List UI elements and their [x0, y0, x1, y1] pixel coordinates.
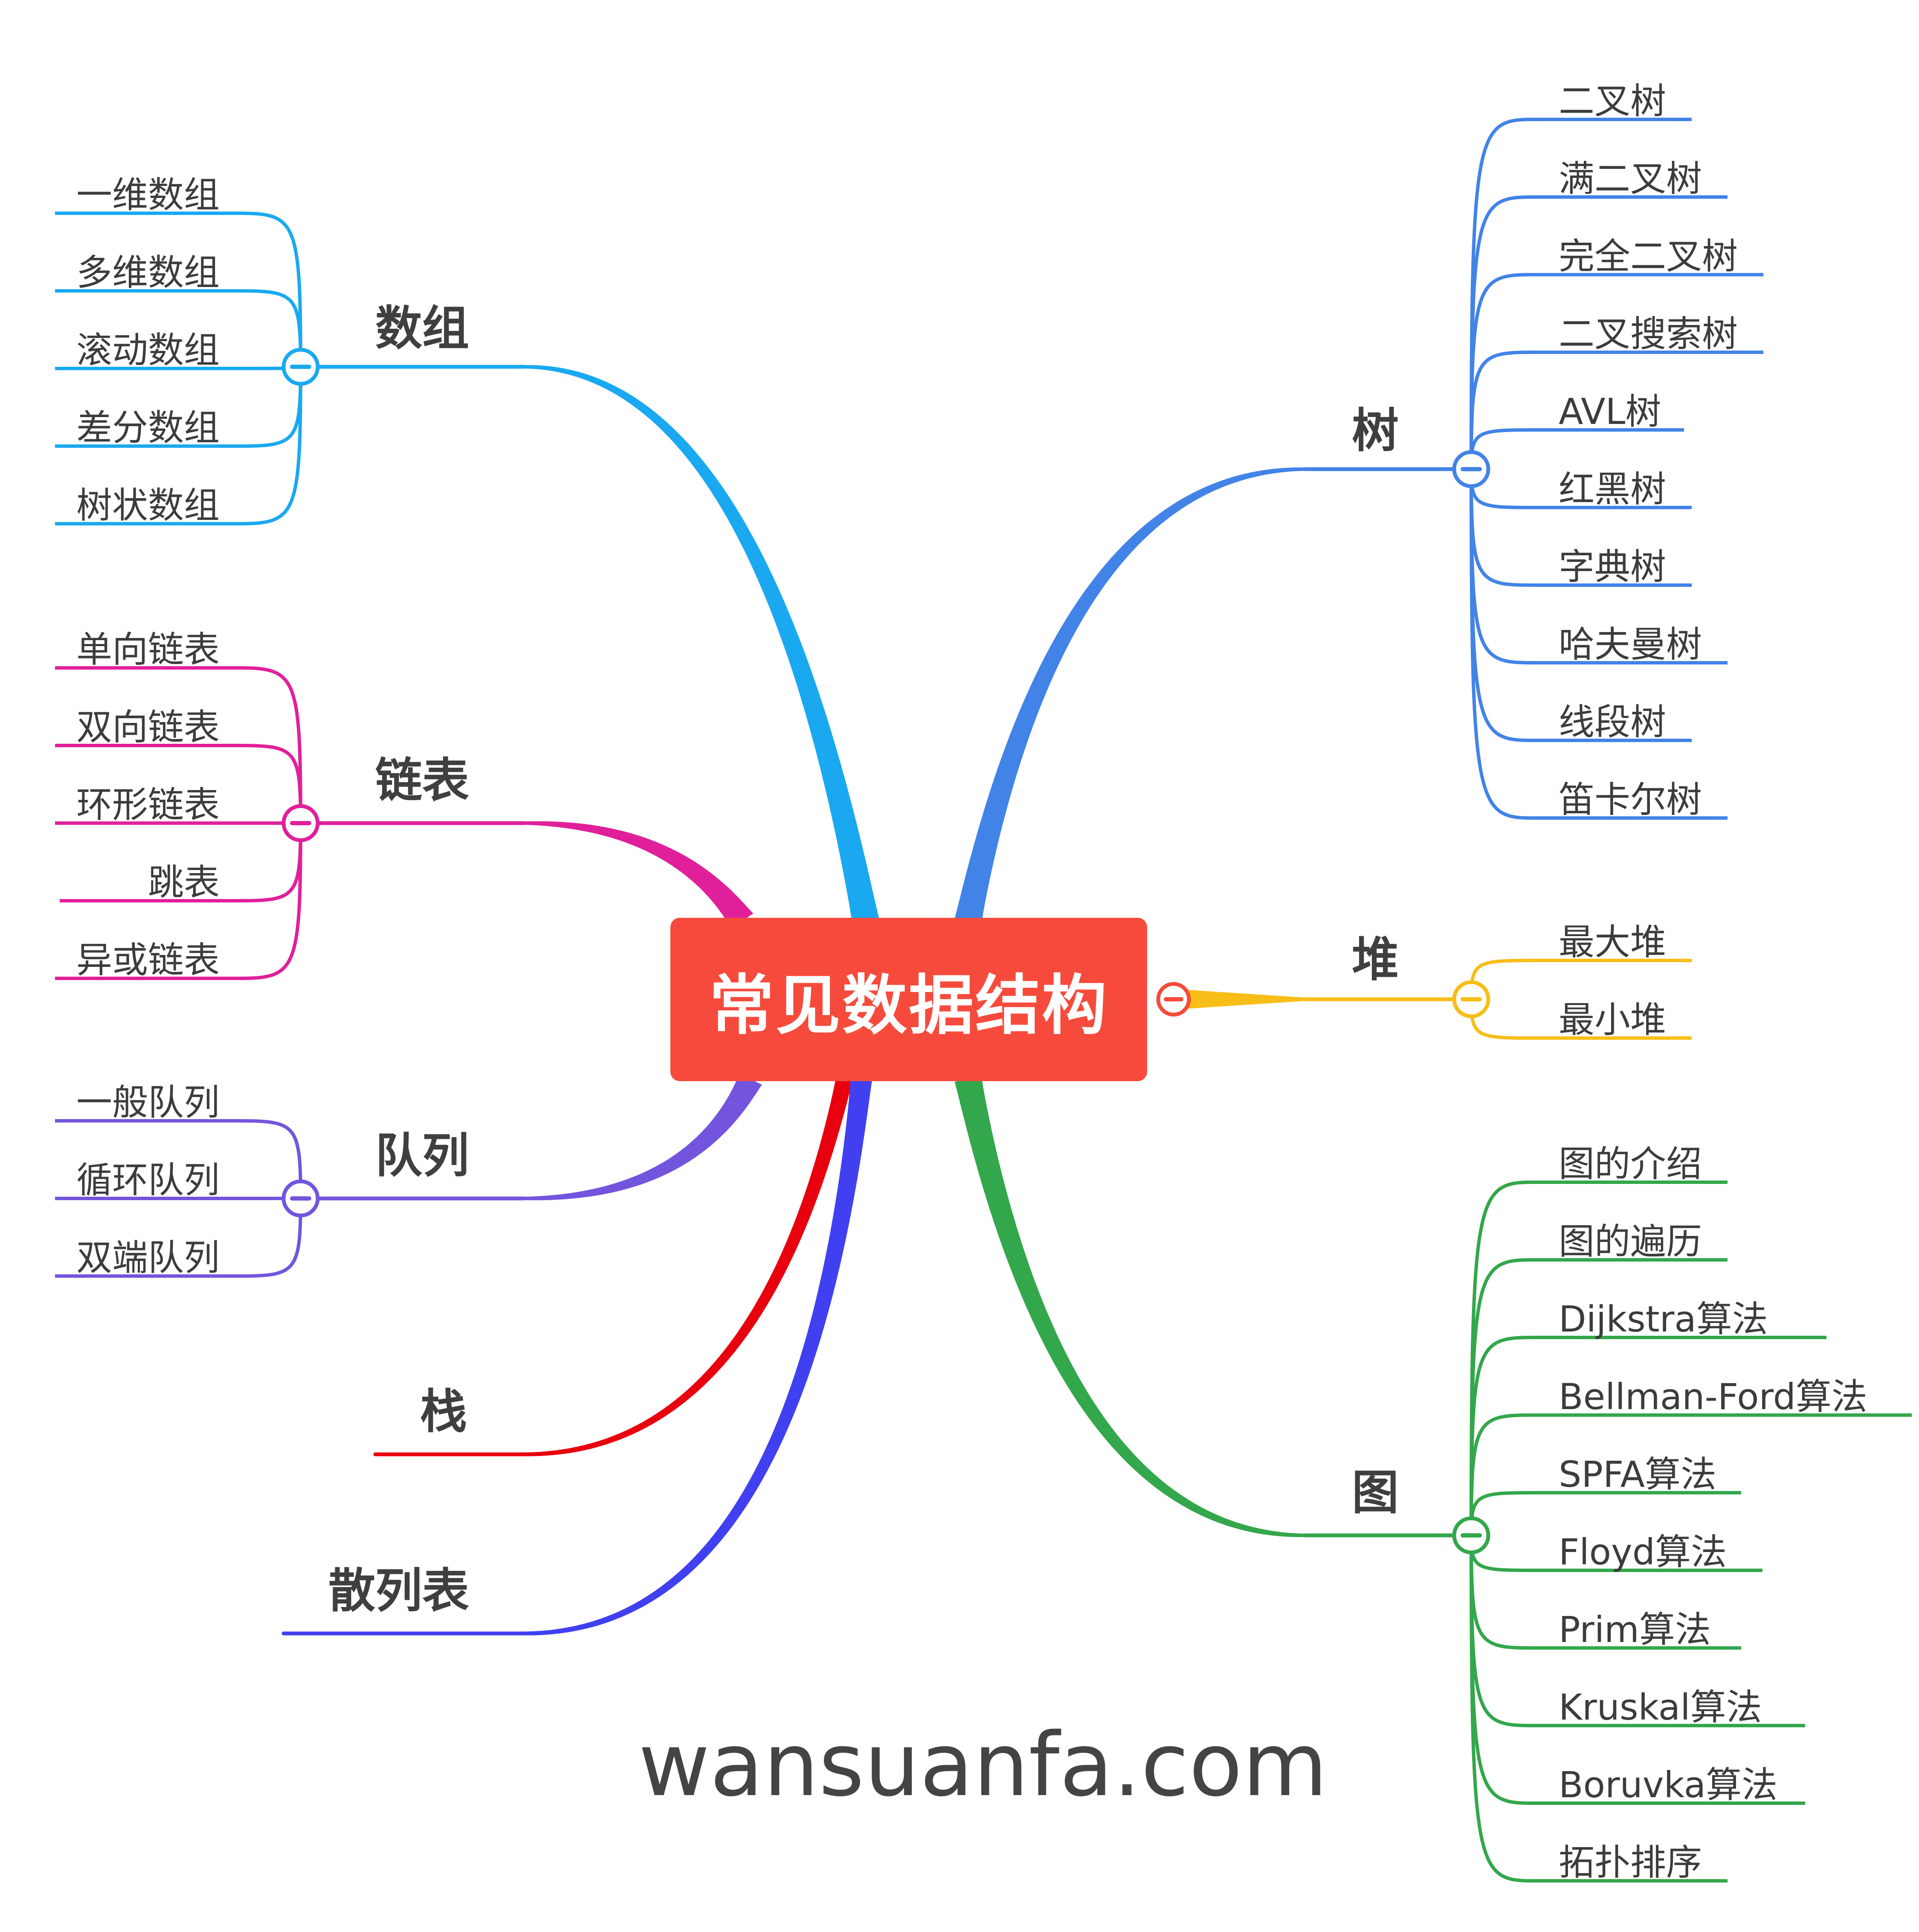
- leaf-label[interactable]: 树状数组: [76, 484, 220, 526]
- leaf-label[interactable]: 字典树: [1559, 546, 1667, 588]
- leaf-connector: [1470, 1535, 1531, 1650]
- branch-label-linked-list[interactable]: 链表: [375, 753, 469, 808]
- leaf-label[interactable]: Floyd算法: [1559, 1531, 1727, 1573]
- leaf-connector: [1470, 1413, 1531, 1536]
- collapse-icon-queue[interactable]: [281, 1179, 320, 1218]
- leaf-label[interactable]: Bellman-Ford算法: [1559, 1376, 1867, 1418]
- leaf-label[interactable]: 笛卡尔树: [1559, 779, 1702, 821]
- leaf-label[interactable]: 最小堆: [1559, 999, 1667, 1041]
- leaf-connector: [1470, 1181, 1531, 1536]
- branch-label-tree[interactable]: 树: [1352, 403, 1399, 458]
- leaf-label[interactable]: Boruvka算法: [1559, 1764, 1778, 1806]
- branch-label-graph[interactable]: 图: [1352, 1465, 1399, 1520]
- leaf-label[interactable]: Dijkstra算法: [1559, 1298, 1768, 1340]
- leaf-connector: [238, 744, 302, 824]
- leaf-label[interactable]: 滚动数组: [76, 329, 220, 371]
- leaf-connector: [1470, 351, 1531, 470]
- leaf-label[interactable]: 图的遍历: [1559, 1221, 1702, 1262]
- leaf-label[interactable]: 循环队列: [76, 1159, 220, 1201]
- branch-label-queue[interactable]: 队列: [375, 1128, 469, 1183]
- collapse-icon-linked-list[interactable]: [281, 804, 320, 842]
- leaf-label[interactable]: 二叉树: [1559, 80, 1667, 122]
- leaf-connector: [238, 366, 302, 525]
- leaf-label[interactable]: Prim算法: [1559, 1609, 1711, 1651]
- root-topic-label: 常见数据结构: [709, 967, 1108, 1043]
- leaf-label[interactable]: 二叉搜索树: [1559, 313, 1738, 355]
- branch-connector-heap: [1168, 989, 1305, 1010]
- root-topic[interactable]: 常见数据结构: [670, 918, 1147, 1081]
- leaf-connector: [1470, 469, 1531, 587]
- leaf-label[interactable]: Kruskal算法: [1559, 1686, 1762, 1728]
- branch-label-hash-table[interactable]: 散列表: [328, 1564, 469, 1618]
- leaf-label[interactable]: 双端队列: [76, 1237, 220, 1279]
- branch-connector-hash-table: [525, 1078, 872, 1636]
- leaf-label[interactable]: 跳表: [148, 862, 220, 903]
- leaf-label[interactable]: 多维数组: [76, 252, 220, 293]
- branch-label-stack[interactable]: 栈: [420, 1384, 467, 1439]
- leaf-connector: [1470, 469, 1531, 742]
- watermark: wansuanfa.com: [638, 1714, 1328, 1816]
- leaf-connector: [238, 666, 302, 824]
- leaf-label[interactable]: 单向链表: [76, 629, 220, 670]
- collapse-icon-array[interactable]: [281, 348, 320, 386]
- collapse-icon-heap[interactable]: [1452, 980, 1490, 1018]
- leaf-label[interactable]: AVL树: [1559, 391, 1661, 432]
- leaf-label[interactable]: 哈夫曼树: [1559, 624, 1702, 665]
- leaf-label[interactable]: 线段树: [1559, 701, 1667, 743]
- leaf-label[interactable]: 图的介绍: [1559, 1143, 1702, 1185]
- leaf-label[interactable]: 异或链表: [76, 939, 220, 981]
- leaf-label[interactable]: 差分数组: [76, 407, 220, 449]
- branch-label-heap[interactable]: 堆: [1352, 932, 1399, 987]
- leaf-connector: [238, 823, 302, 980]
- leaf-connector: [238, 212, 302, 367]
- branch-connector-linked-list: [525, 821, 754, 929]
- branch-connector-graph: [954, 1076, 1305, 1537]
- leaf-label[interactable]: 拓扑排序: [1559, 1842, 1702, 1883]
- leaf-connector: [1470, 1535, 1531, 1883]
- leaf-label[interactable]: 红黑树: [1559, 468, 1667, 510]
- branch-connector-array: [525, 365, 879, 924]
- leaf-label[interactable]: 完全二叉树: [1559, 235, 1738, 277]
- branch-label-array[interactable]: 数组: [375, 301, 469, 356]
- leaf-label[interactable]: 满二叉树: [1559, 158, 1702, 200]
- leaf-label[interactable]: 环形链表: [76, 784, 220, 826]
- leaf-label[interactable]: 双向链表: [76, 706, 220, 748]
- leaf-label[interactable]: 一般队列: [76, 1082, 220, 1123]
- collapse-icon-root[interactable]: [1156, 982, 1191, 1017]
- collapse-icon-graph[interactable]: [1452, 1516, 1490, 1555]
- leaf-connector: [1470, 118, 1531, 470]
- leaf-connector: [1470, 469, 1531, 820]
- leaf-label[interactable]: 一维数组: [76, 174, 220, 216]
- leaf-label[interactable]: 最大堆: [1559, 921, 1667, 963]
- branch-connector-queue: [525, 1073, 762, 1201]
- collapse-icon-tree[interactable]: [1452, 450, 1490, 488]
- leaf-connector: [238, 289, 302, 367]
- branch-connector-tree: [954, 467, 1305, 924]
- branch-connector-stack: [525, 1077, 853, 1456]
- leaf-label[interactable]: SPFA算法: [1559, 1453, 1717, 1495]
- leaf-connector: [238, 1198, 302, 1278]
- leaf-connector: [238, 1119, 302, 1199]
